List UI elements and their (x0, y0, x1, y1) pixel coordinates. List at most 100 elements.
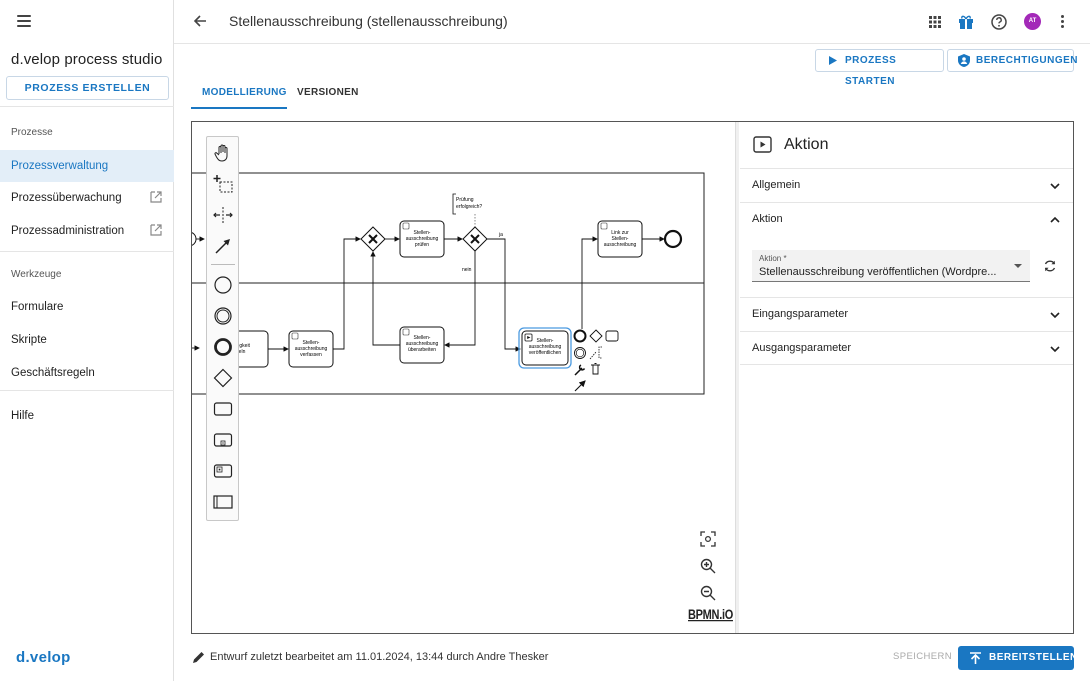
sequence-flow[interactable] (333, 236, 361, 350)
task-publish[interactable] (521, 330, 569, 366)
sidebar-item-formulare[interactable]: Formulare (0, 291, 174, 323)
service-task-icon (753, 136, 772, 153)
section-allgemein[interactable]: Allgemein (740, 168, 1073, 202)
selection-outline (518, 327, 572, 369)
more-vert-icon[interactable] (1061, 15, 1065, 29)
chevron-down-icon (1050, 312, 1060, 319)
upload-icon (970, 652, 981, 664)
gift-icon[interactable] (957, 13, 975, 31)
sidebar-item-prozessadministration[interactable]: Prozessadministration (0, 215, 174, 247)
end-event-tool-icon[interactable] (211, 335, 235, 359)
start-event[interactable] (192, 232, 197, 246)
section-label: Eingangsparameter (752, 308, 849, 320)
task-link-text-2: Stellen- (612, 236, 629, 242)
connect-tool-icon[interactable] (211, 234, 235, 258)
zoom-out-icon[interactable] (699, 584, 717, 602)
context-pad-gateway[interactable] (589, 329, 603, 343)
context-pad-end-event[interactable] (573, 329, 587, 343)
dropdown-caret-icon (1014, 264, 1022, 268)
zoom-in-icon[interactable] (699, 557, 717, 575)
help-icon[interactable] (990, 13, 1008, 31)
pool-tool-icon[interactable] (211, 490, 235, 514)
sidebar-item-hilfe[interactable]: Hilfe (0, 400, 174, 432)
bpmn-modeler: rbeda ständigkeit mitteln Stellen- aussc… (191, 121, 1074, 634)
context-pad-task[interactable] (605, 330, 619, 342)
context-pad-trash-icon[interactable] (591, 363, 600, 375)
lasso-tool-icon[interactable] (211, 172, 235, 196)
tab-versionen[interactable]: VERSIONEN (297, 87, 359, 98)
annotation-text-1: Prüfung (456, 197, 474, 203)
sequence-flow[interactable] (444, 251, 476, 348)
task-revise-text-1: Stellen- (414, 335, 431, 341)
start-event-tool-icon[interactable] (211, 273, 235, 297)
service-task-icon (524, 333, 533, 342)
tab-modellierung[interactable]: MODELLIERUNG (202, 87, 287, 98)
bpmn-canvas[interactable]: rbeda ständigkeit mitteln Stellen- aussc… (192, 122, 735, 634)
sequence-flow[interactable] (581, 236, 598, 329)
pencil-icon (193, 652, 204, 663)
sequence-flow[interactable] (370, 251, 400, 346)
task-link-text-1: Link zur (611, 230, 629, 236)
last-edited-status: Entwurf zuletzt bearbeitet am 11.01.2024… (210, 651, 549, 663)
subprocess-tool-icon[interactable] (211, 428, 235, 452)
divider (0, 390, 174, 391)
sidebar-item-prozessverwaltung[interactable]: Prozessverwaltung (0, 150, 174, 182)
fit-view-icon[interactable] (699, 530, 717, 548)
intermediate-event-tool-icon[interactable] (211, 304, 235, 328)
start-process-button[interactable]: PROZESS STARTEN (815, 49, 944, 87)
context-pad-connect-icon[interactable] (574, 380, 586, 392)
context-pad-intermediate-event-inner (575, 348, 585, 358)
task-link-text-3: ausschreibung (604, 242, 637, 248)
context-pad-wrench-icon[interactable] (574, 364, 586, 376)
chevron-up-icon (1050, 216, 1060, 223)
action-select[interactable]: Aktion * Stellenausschreibung veröffentl… (752, 250, 1030, 282)
action-select-label: Aktion * (759, 254, 787, 263)
task-write-text-1: Stellen- (303, 340, 320, 346)
section-aktion[interactable]: Aktion (740, 202, 1073, 236)
save-button[interactable]: SPEICHERN (893, 651, 953, 662)
service-task-tool-icon[interactable] (211, 459, 235, 483)
context-pad-annotation[interactable] (589, 346, 602, 360)
refresh-icon[interactable] (1043, 259, 1057, 273)
task-publish-text-3: veröffentlichen (529, 350, 562, 356)
task-revise-text-2: ausschreibung (406, 341, 439, 347)
space-tool-icon[interactable] (211, 203, 235, 227)
task-write-text-2: ausschreibung (295, 346, 328, 352)
chevron-down-icon (1050, 346, 1060, 353)
task-revise-text-3: überarbeiten (408, 347, 436, 353)
task-publish-text-1: Stellen- (537, 338, 554, 344)
task-check-text-1: Stellen- (414, 230, 431, 236)
play-icon (829, 56, 837, 65)
action-select-value: Stellenausschreibung veröffentlichen (Wo… (759, 266, 997, 278)
deploy-button[interactable]: BEREITSTELLEN (958, 646, 1077, 670)
menu-icon[interactable] (17, 15, 31, 27)
task-tool-icon[interactable] (211, 397, 235, 421)
section-eingangsparameter[interactable]: Eingangsparameter (740, 297, 1073, 331)
hand-tool-icon[interactable] (211, 141, 235, 165)
app-title: d.velop process studio (11, 51, 163, 68)
panel-resize-handle[interactable] (735, 122, 739, 633)
label-no: nein (462, 267, 472, 273)
back-arrow-icon[interactable] (192, 13, 208, 29)
user-task-icon (291, 332, 299, 340)
section-ausgangsparameter[interactable]: Ausgangsparameter (740, 331, 1073, 365)
sidebar-item-skripte[interactable]: Skripte (0, 324, 174, 356)
sidebar-item-label: Prozessadministration (11, 225, 125, 237)
sidebar-item-label: Skripte (11, 334, 47, 346)
properties-title: Aktion (784, 136, 829, 153)
section-label: Aktion (752, 213, 783, 225)
sidebar-item-geschaeftsregeln[interactable]: Geschäftsregeln (0, 357, 174, 389)
create-process-button[interactable]: PROZESS ERSTELLEN (6, 76, 169, 100)
apps-grid-icon[interactable] (926, 13, 944, 31)
sidebar-item-prozessueberwachung[interactable]: Prozessüberwachung (0, 182, 174, 214)
avatar[interactable]: AT (1024, 13, 1041, 30)
properties-panel: Aktion Allgemein Aktion Aktion * Stellen… (740, 122, 1073, 633)
bpmn-io-watermark[interactable]: BPMN.iO (688, 607, 733, 623)
sequence-flow[interactable] (487, 238, 521, 352)
permissions-button[interactable]: BERECHTIGUNGEN (947, 49, 1078, 72)
end-event[interactable] (663, 229, 683, 249)
task-write-text-3: verfassen (300, 352, 322, 358)
gateway-tool-icon[interactable] (211, 366, 235, 390)
section-label: Ausgangsparameter (752, 342, 852, 354)
chevron-down-icon (1050, 183, 1060, 190)
